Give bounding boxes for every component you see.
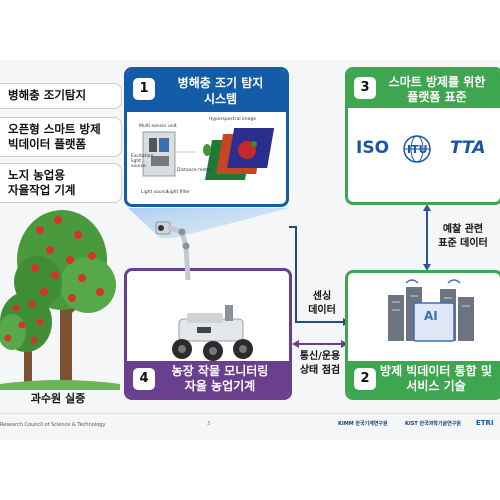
inset-label: Hyperspectral image bbox=[209, 117, 257, 122]
hyperspectral-sensor-illustration bbox=[142, 128, 275, 180]
tta-logo: TTA bbox=[450, 138, 486, 158]
itu-globe-icon bbox=[403, 135, 431, 163]
inset-label: Excitation light source bbox=[131, 154, 154, 169]
inset-label: Light source bbox=[141, 190, 169, 195]
item-label: 노지 농업용 bbox=[8, 168, 65, 182]
panel-autonomous-machine: 농장 작물 모니터링 자율 농업기계 4 bbox=[124, 268, 292, 400]
server-ai-illustration bbox=[388, 279, 474, 342]
iso-logo: ISO bbox=[356, 138, 390, 158]
inset-label: Distance meter bbox=[177, 168, 212, 173]
orchard-label: 과수원 실증 bbox=[30, 392, 86, 405]
itu-logo: ITU bbox=[407, 143, 428, 156]
step-number: 3 bbox=[354, 77, 376, 99]
item-autonomous-machine: 노지 농업용 자율작업 기계 bbox=[0, 163, 122, 203]
slide: 병해충 조기탐지 오픈형 스마트 방제 빅데이터 플랫폼 노지 농업용 자율작업… bbox=[0, 60, 500, 440]
etri-logo: ETRI bbox=[476, 419, 494, 427]
page-number: 3 bbox=[207, 421, 211, 427]
kist-logo: KIST 한국과학기술연구원 bbox=[405, 421, 461, 427]
robot-vehicle-illustration bbox=[172, 305, 253, 361]
kimm-logo: KIMM 한국기계연구원 bbox=[338, 421, 388, 427]
footer-divider bbox=[0, 413, 500, 414]
panel-header: 병해충 조기 탐지 시스템 bbox=[127, 70, 286, 112]
item-label: 오픈형 스마트 방제 bbox=[8, 122, 101, 136]
panel-title: 스마트 방제를 위한 bbox=[388, 75, 486, 89]
panel-title: 시스템 bbox=[203, 92, 238, 106]
item-pest-detection: 병해충 조기탐지 bbox=[0, 83, 122, 109]
panel-title: 농장 작물 모니터링 bbox=[171, 364, 269, 378]
arrow-head bbox=[341, 340, 348, 348]
panel-title: 방제 빅데이터 통합 및 bbox=[380, 364, 492, 378]
panel-bigdata-service: AI 방제 빅데이터 통합 및 서비스 기술 2 bbox=[345, 270, 500, 400]
item-label: 자율작업 기계 bbox=[8, 183, 76, 197]
panel-title: 병해충 조기 탐지 bbox=[177, 76, 264, 90]
step-number: 4 bbox=[133, 368, 155, 390]
panel-title: 플랫폼 표준 bbox=[407, 90, 467, 104]
arrow-head bbox=[423, 264, 431, 271]
inset-label: Multi-sensor unit bbox=[139, 124, 177, 129]
apple-tree-small bbox=[0, 292, 52, 383]
step-number: 2 bbox=[354, 368, 376, 390]
ai-label: AI bbox=[424, 309, 438, 323]
panel-platform-standard: 스마트 방제를 위한 플랫폼 표준 3 ISO ITU TTA bbox=[345, 67, 500, 205]
arrow-head bbox=[292, 340, 299, 348]
council-name: Research Council of Science & Technology bbox=[0, 422, 106, 428]
grass bbox=[0, 380, 120, 390]
item-label: 빅데이터 플랫폼 bbox=[8, 137, 87, 151]
item-label: 병해충 조기탐지 bbox=[8, 88, 87, 102]
panel-pest-detection: 병해충 조기 탐지 시스템 1 Multi-sensor unit Hypers… bbox=[124, 67, 289, 207]
robot-arm-camera bbox=[155, 221, 191, 280]
sensing-connector bbox=[289, 226, 343, 323]
panel-title: 자율 농업기계 bbox=[184, 379, 256, 393]
inset-label: Light filter bbox=[167, 190, 191, 195]
panel-header: 농장 작물 모니터링 자율 농업기계 bbox=[127, 361, 289, 397]
step-number: 1 bbox=[133, 78, 155, 100]
arrow-head bbox=[423, 204, 431, 211]
item-bigdata-platform: 오픈형 스마트 방제 빅데이터 플랫폼 bbox=[0, 117, 122, 157]
panel-title: 서비스 기술 bbox=[406, 379, 466, 393]
